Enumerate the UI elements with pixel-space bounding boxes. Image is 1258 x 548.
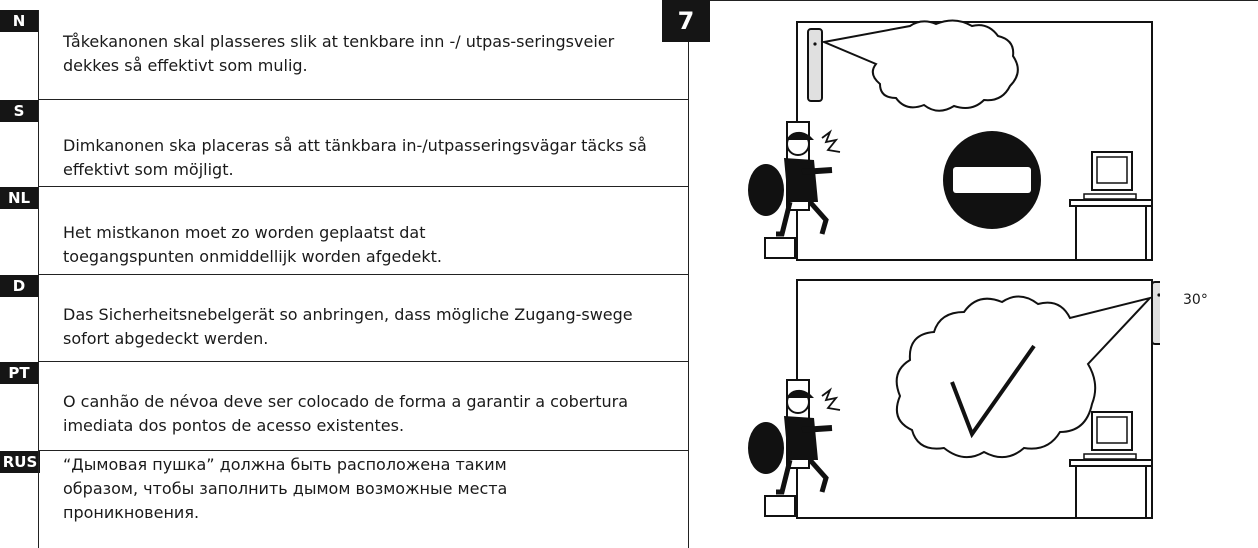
instruction-text-pt: O canhão de névoa deve ser colocado de f… (63, 392, 629, 435)
language-tag-nl: NL (0, 187, 38, 209)
language-instructions: N Tåkekanonen skal plasseres slik at ten… (0, 10, 689, 548)
section-divider (38, 450, 688, 451)
installation-illustration (748, 19, 1160, 519)
instruction-block-d: D Das Sicherheitsnebelgerät so anbringen… (0, 275, 688, 359)
instruction-text-s: Dimkanonen ska placeras så att tänkbara … (63, 136, 647, 179)
section-divider (38, 99, 688, 100)
section-divider (38, 361, 688, 362)
intruder-icon (748, 379, 841, 517)
fog-cannon-device-icon (807, 28, 823, 102)
instruction-block-pt: PT O canhão de névoa deve ser colocado d… (0, 362, 688, 446)
instruction-block-n: N Tåkekanonen skal plasseres slik at ten… (0, 10, 688, 94)
instruction-text-nl: Het mistkanon moet zo worden geplaatst d… (63, 223, 442, 266)
section-left-rule (38, 275, 39, 361)
section-divider (38, 274, 688, 275)
mounting-angle-label: 30° (1183, 292, 1208, 308)
language-tag-d: D (0, 275, 38, 297)
language-tag-pt: PT (0, 362, 38, 384)
fog-cloud-icon (895, 295, 1154, 459)
computer-desk-icon (1069, 151, 1153, 260)
section-left-rule (38, 100, 39, 186)
intruder-icon (748, 121, 841, 259)
section-left-rule (38, 187, 39, 274)
section-left-rule (38, 10, 39, 100)
section-left-rule (38, 362, 39, 450)
section-divider (38, 186, 688, 187)
language-tag-n: N (0, 10, 38, 32)
instruction-text-n: Tåkekanonen skal plasseres slik at tenkb… (63, 32, 615, 75)
instruction-block-rus: RUS “Дымовая пушка” должна быть располож… (0, 451, 688, 548)
computer-desk-icon (1069, 411, 1153, 518)
instruction-text-d: Das Sicherheitsnebelgerät so anbringen, … (63, 305, 633, 348)
no-entry-sign-icon (943, 131, 1041, 229)
check-mark-icon (950, 344, 1036, 439)
header-rule (710, 0, 1258, 1)
fog-cannon-device-icon (1151, 281, 1160, 345)
language-tag-s: S (0, 100, 38, 122)
instruction-text-rus: “Дымовая пушка” должна быть расположена … (63, 455, 508, 522)
instruction-block-nl: NL Het mistkanon moet zo worden geplaats… (0, 187, 688, 271)
correct-placement-panel (748, 279, 1160, 519)
column-right-rule (688, 38, 689, 548)
incorrect-placement-panel (748, 19, 1153, 261)
language-tag-rus: RUS (0, 451, 40, 473)
step-number-badge: 7 (662, 0, 710, 42)
fog-cloud-icon (820, 19, 1019, 112)
section-left-rule (38, 451, 39, 548)
instruction-block-s: S Dimkanonen ska placeras så att tänkbar… (0, 100, 688, 184)
